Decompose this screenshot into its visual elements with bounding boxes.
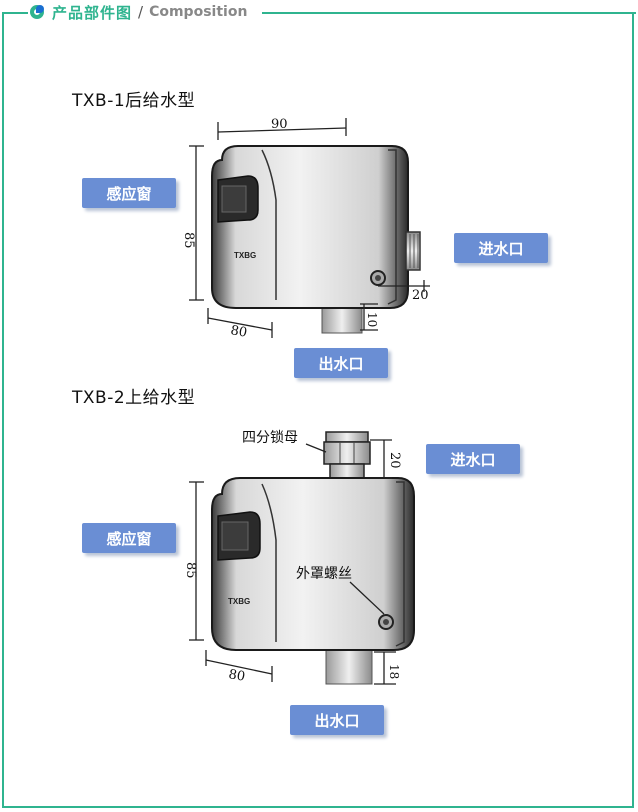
model2-dim-depth: 80 — [227, 667, 246, 685]
model2-device: TXBG — [211, 431, 415, 685]
model1-callout-sensor: 感应窗 — [82, 178, 176, 208]
section-header: 产品部件图 / Composition — [30, 1, 252, 23]
logo-ring-icon — [30, 5, 44, 19]
model2-outlet-pipe — [325, 645, 373, 685]
model2-lock-nut-label: 四分锁母 — [242, 430, 298, 446]
model1-device: TXBG — [211, 145, 421, 334]
model1-dimension-lines — [189, 118, 430, 338]
model2-callout-inlet: 进水口 — [426, 444, 520, 474]
model2-cover-screw-label: 外罩螺丝 — [296, 566, 352, 582]
content-frame — [2, 12, 634, 808]
model1-label: TXB-1后给水型 — [72, 91, 196, 111]
model2-label: TXB-2上给水型 — [72, 388, 196, 408]
model1-dim-height: 85 — [181, 232, 196, 249]
model1-dim-width: 90 — [271, 117, 288, 132]
section-title-cn: 产品部件图 — [52, 3, 133, 22]
model1-dim-inlet-offset: 20 — [412, 288, 429, 303]
model2-housing — [211, 477, 415, 651]
model2-dim-height: 85 — [183, 562, 198, 579]
model2-callout-sensor: 感应窗 — [82, 523, 176, 553]
frame-top-border — [262, 12, 636, 14]
model2-lock-nut — [325, 431, 369, 443]
model1-callout-outlet: 出水口 — [294, 348, 388, 378]
model2-brand-mark: TXBG — [228, 597, 250, 606]
model1-dim-outlet-height: 10 — [365, 312, 379, 327]
model1-housing — [211, 145, 409, 309]
model2-dim-inlet-height: 20 — [387, 452, 402, 469]
model2-dimension-lines — [189, 439, 396, 685]
model2-callout-outlet: 出水口 — [290, 705, 384, 735]
model1-callout-inlet: 进水口 — [454, 233, 548, 263]
model1-dim-depth: 80 — [229, 323, 248, 341]
model2-dim-outlet-height: 18 — [387, 664, 401, 679]
model1-brand-mark: TXBG — [234, 251, 256, 260]
title-separator: / — [138, 3, 144, 21]
section-title-en: Composition — [149, 4, 248, 20]
frame-top-border-left — [2, 12, 28, 14]
